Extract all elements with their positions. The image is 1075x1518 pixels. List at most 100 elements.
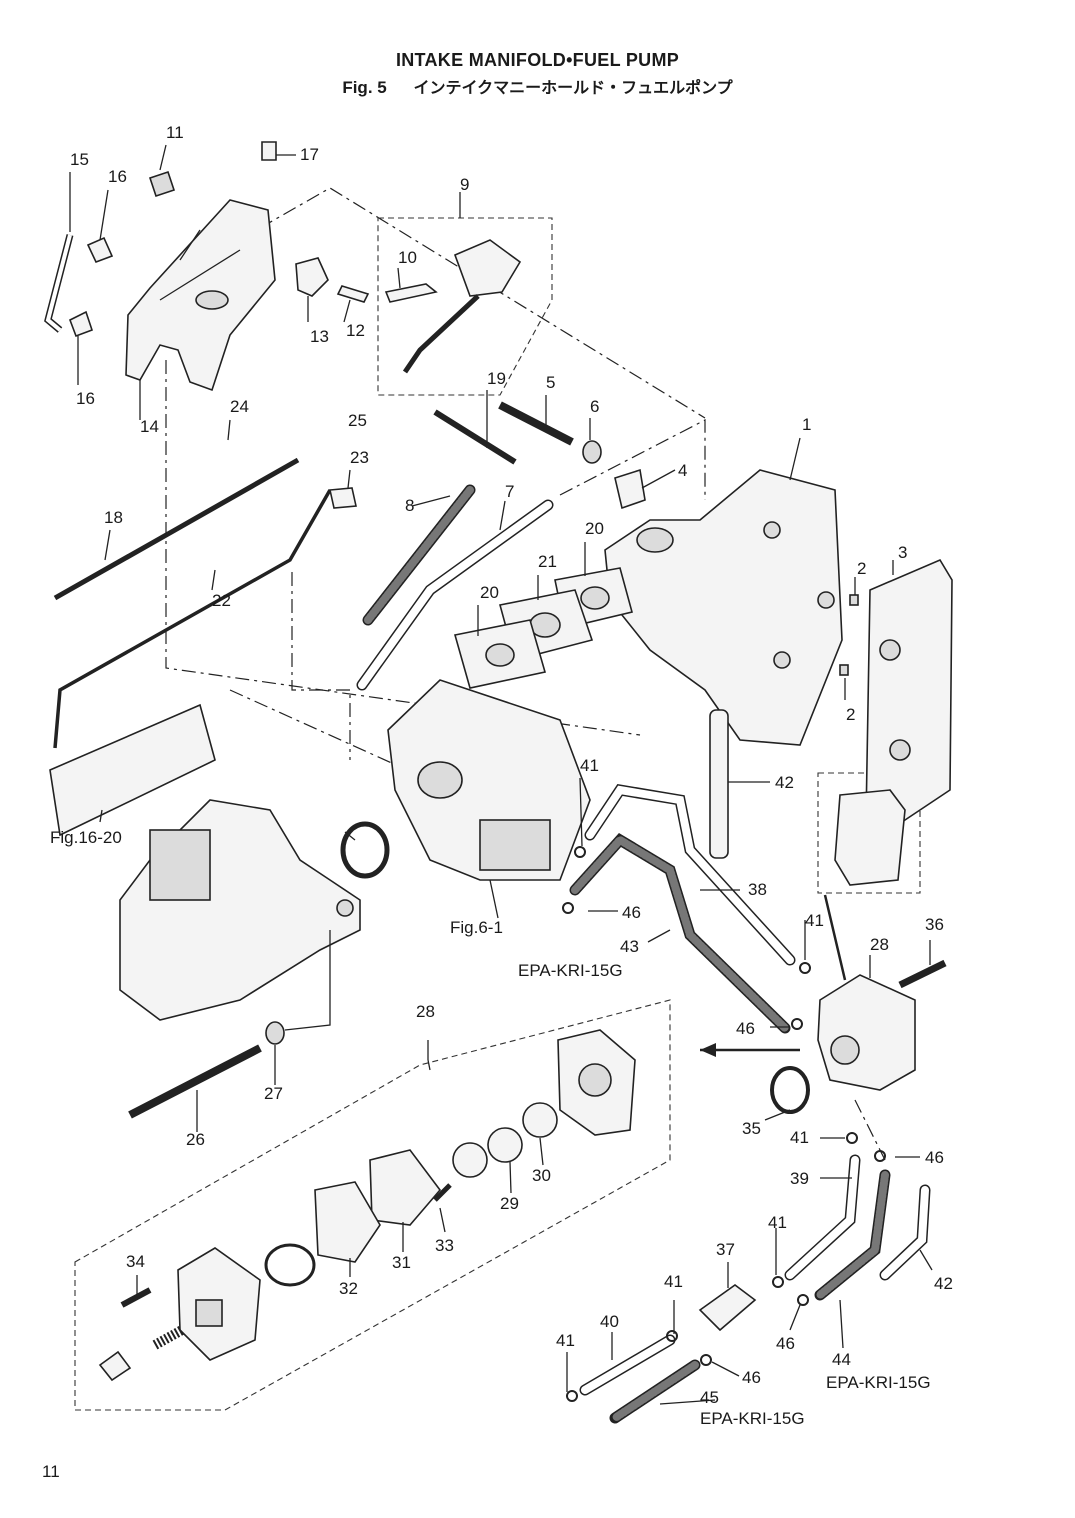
- callout-43: 43: [620, 937, 639, 956]
- callout-45: 45: [700, 1388, 719, 1407]
- callout-28: 28: [870, 935, 889, 954]
- hose-38-inner: [586, 785, 794, 964]
- diagram-title-japanese: インテイクマニーホールド・フュエルポンプ: [413, 78, 733, 97]
- callout-12: 12: [346, 321, 365, 340]
- callout-41: 41: [664, 1272, 683, 1291]
- hose-39-inner: [786, 1156, 859, 1279]
- gasket-hole-1: [879, 639, 901, 661]
- hose-45-mesh: [611, 1361, 699, 1422]
- bracket-hole: [195, 290, 229, 310]
- screw-34: [120, 1287, 152, 1308]
- part-9-group-box: [377, 217, 553, 396]
- hose-clip-11: [566, 1390, 578, 1402]
- link-rod-inner: [45, 234, 72, 332]
- reference-fig16-20: Fig.16-20: [50, 828, 122, 847]
- hose-44-mesh: [816, 1171, 889, 1299]
- fuel-pump-port: [830, 1035, 860, 1065]
- plunger: [98, 1350, 132, 1382]
- hose-clip-1: [574, 846, 586, 858]
- fuel-pump-28: [817, 974, 916, 1091]
- bolt-5: [498, 401, 574, 446]
- hose-43-mesh: [571, 834, 789, 1032]
- pump-cover-port: [195, 1299, 223, 1327]
- callout-42: 42: [934, 1274, 953, 1293]
- silencer-mount-hole: [336, 899, 354, 917]
- silencer-intake-grille: [149, 829, 211, 901]
- manifold-port: [636, 527, 674, 553]
- throttle-shaft-ref: [49, 703, 216, 837]
- hose-40-inner: [581, 1336, 674, 1394]
- manifold-hole-3: [817, 591, 835, 609]
- callout-33: 33: [435, 1236, 454, 1255]
- callout-40: 40: [600, 1312, 619, 1331]
- callout-46: 46: [736, 1019, 755, 1038]
- valve-plate: [452, 1142, 488, 1178]
- carburetor-bore: [417, 761, 463, 799]
- diagram-title-row: Fig. 5 インテイクマニーホールド・フュエルポンプ: [0, 74, 1075, 98]
- callout-11: 11: [166, 123, 184, 142]
- manifold-hole-1: [763, 521, 781, 539]
- callout-4: 4: [678, 461, 687, 480]
- callout-32: 32: [339, 1279, 358, 1298]
- reference-epa-44: EPA-KRI-15G: [826, 1373, 931, 1392]
- tube-42-lower-inner: [881, 1186, 929, 1279]
- callout-16: 16: [108, 167, 127, 186]
- callout-18: 18: [104, 508, 123, 527]
- inset-leader: [823, 894, 847, 981]
- gasket-20-upper-hole: [580, 586, 610, 610]
- cable-18: [53, 457, 300, 601]
- spiral-tube-8-wrap: [364, 486, 474, 624]
- callout-7: 7: [505, 482, 514, 501]
- throttle-arm-stem: [402, 294, 480, 374]
- hose-clip-5: [846, 1132, 858, 1144]
- bolt-36: [898, 959, 947, 989]
- callout-41: 41: [805, 911, 824, 930]
- callout-10: 10: [398, 248, 417, 267]
- callout-46: 46: [925, 1148, 944, 1167]
- callout-14: 14: [140, 417, 159, 436]
- callout-1: 1: [802, 415, 811, 434]
- callout-41: 41: [556, 1331, 575, 1350]
- valve-30: [522, 1102, 558, 1138]
- callout-3: 3: [898, 543, 907, 562]
- gasket-20-lower-hole: [485, 643, 515, 667]
- dowel-pin-upper: [849, 594, 859, 606]
- assembly-line-left-vertical: [165, 360, 641, 736]
- part-28-group-box: [74, 999, 671, 1411]
- bolt-11: [148, 170, 176, 198]
- leader-lines: [69, 144, 933, 1405]
- hose-clip-6: [874, 1150, 886, 1162]
- callout-41: 41: [768, 1213, 787, 1232]
- manifold-gasket-3: [865, 558, 953, 831]
- callout-28: 28: [416, 1002, 435, 1021]
- callout-25: 25: [348, 411, 367, 430]
- callout-8: 8: [405, 496, 414, 515]
- callout-20: 20: [585, 519, 604, 538]
- callout-46: 46: [742, 1368, 761, 1387]
- reference-fig6-1: Fig.6-1: [450, 918, 503, 937]
- callout-2: 2: [846, 705, 855, 724]
- callout-31: 31: [392, 1253, 411, 1272]
- callout-2: 2: [857, 559, 866, 578]
- assembly-line-carb-left: [291, 572, 351, 760]
- hose-clip-8: [797, 1294, 809, 1306]
- callout-36: 36: [925, 915, 944, 934]
- callout-19: 19: [487, 369, 506, 388]
- callout-30: 30: [532, 1166, 551, 1185]
- callout-35: 35: [742, 1119, 761, 1138]
- washer-6: [582, 440, 602, 464]
- throttle-arm-9: [453, 239, 522, 297]
- callout-6: 6: [590, 397, 599, 416]
- o-ring-35: [770, 1066, 810, 1114]
- callout-46: 46: [776, 1334, 795, 1353]
- callout-17: 17: [300, 145, 319, 164]
- callout-20: 20: [480, 583, 499, 602]
- pump-body-port: [578, 1063, 612, 1097]
- reference-epa-45: EPA-KRI-15G: [700, 1409, 805, 1428]
- silencer-mount-line: [284, 930, 331, 1031]
- hose-clip-4: [791, 1018, 803, 1030]
- callout-24: 24: [230, 397, 249, 416]
- diaphragm-31: [369, 1149, 442, 1226]
